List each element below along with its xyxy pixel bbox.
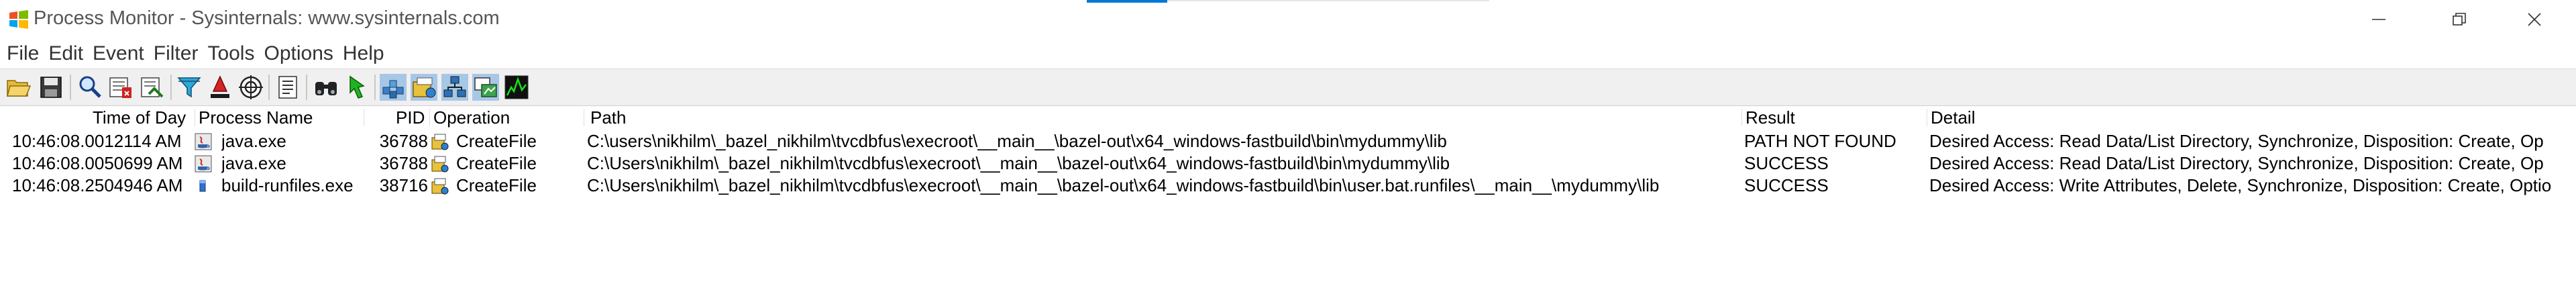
event-process-name: build-runfiles.exe	[221, 175, 354, 195]
java-process-icon	[195, 133, 212, 150]
column-header-row: Time of Day Process Name PID Operation P…	[0, 106, 2576, 129]
target-icon[interactable]	[237, 74, 264, 101]
event-result: SUCCESS	[1744, 175, 1829, 195]
filesystem-op-icon	[431, 178, 449, 195]
event-path: C:\Users\nikhilm\_bazel_nikhilm\tvcdbfus…	[587, 175, 1660, 195]
event-pid: 38716	[379, 175, 428, 195]
event-detail: Desired Access: Read Data/List Directory…	[1929, 153, 2544, 173]
filesystem-op-icon	[431, 134, 449, 150]
event-detail: Desired Access: Read Data/List Directory…	[1929, 131, 2544, 151]
column-header-process[interactable]: Process Name	[199, 107, 313, 128]
toolbar-separator	[268, 75, 270, 100]
event-process-name: java.exe	[221, 153, 286, 173]
event-time: 10:46:08.0012114 AM	[12, 131, 182, 151]
event-time: 10:46:08.0050699 AM	[12, 153, 183, 173]
save-icon[interactable]	[38, 74, 64, 101]
column-divider[interactable]	[1741, 109, 1742, 126]
process-tree-icon[interactable]	[275, 74, 302, 101]
event-operation: CreateFile	[456, 153, 537, 173]
event-pid: 36788	[379, 153, 428, 173]
toolbar	[0, 68, 2576, 106]
show-profiling-icon[interactable]	[503, 74, 530, 101]
toolbar-separator	[306, 75, 307, 100]
clear-display-icon[interactable]	[138, 74, 165, 101]
generic-process-icon	[199, 180, 206, 192]
minimize-icon	[2372, 19, 2385, 20]
event-operation: CreateFile	[456, 175, 537, 195]
show-filesystem-icon[interactable]	[411, 74, 437, 101]
show-network-icon[interactable]	[441, 74, 468, 101]
event-pid: 36788	[379, 131, 428, 151]
jump-to-icon[interactable]	[343, 74, 370, 101]
toolbar-separator	[170, 75, 172, 100]
highlight-icon[interactable]	[207, 74, 233, 101]
column-header-path[interactable]: Path	[590, 107, 627, 128]
open-folder-icon[interactable]	[5, 74, 32, 101]
accent-indicator	[1087, 0, 1167, 3]
menu-bar: File Edit Event Filter Tools Options Hel…	[0, 39, 2576, 68]
menu-tools[interactable]: Tools	[207, 42, 255, 64]
column-header-detail[interactable]: Detail	[1931, 107, 1976, 128]
show-registry-icon[interactable]	[380, 74, 407, 101]
event-path: C:\users\nikhilm\_bazel_nikhilm\tvcdbfus…	[587, 131, 1447, 151]
restore-icon	[2453, 13, 2466, 26]
minimize-button[interactable]	[2332, 0, 2426, 39]
menu-edit[interactable]: Edit	[48, 42, 84, 64]
table-row[interactable]: 10:46:08.0012114 AM java.exe 36788 Creat…	[0, 130, 2576, 152]
show-process-icon[interactable]	[472, 74, 499, 101]
column-header-operation[interactable]: Operation	[433, 107, 511, 128]
menu-file[interactable]: File	[7, 42, 40, 64]
accent-indicator-track	[1167, 0, 1489, 1]
magnifier-capture-icon[interactable]	[76, 74, 103, 101]
table-row[interactable]: 10:46:08.2504946 AM build-runfiles.exe 3…	[0, 175, 2576, 197]
toolbar-separator	[374, 75, 376, 100]
menu-event[interactable]: Event	[93, 42, 144, 64]
autoscroll-icon[interactable]	[107, 74, 134, 101]
java-process-icon	[195, 155, 212, 173]
column-header-time[interactable]: Time of Day	[93, 107, 186, 128]
event-time: 10:46:08.2504946 AM	[12, 175, 183, 195]
event-result: PATH NOT FOUND	[1744, 131, 1896, 151]
column-header-result[interactable]: Result	[1746, 107, 1795, 128]
table-row[interactable]: 10:46:08.0050699 AM java.exe 36788 Creat…	[0, 152, 2576, 175]
close-button[interactable]	[2493, 0, 2576, 39]
windows-logo-icon	[9, 10, 28, 29]
title-bar[interactable]: Process Monitor - Sysinternals: www.sysi…	[0, 0, 2576, 39]
event-process-name: java.exe	[221, 131, 286, 151]
event-path: C:\Users\nikhilm\_bazel_nikhilm\tvcdbfus…	[587, 153, 1450, 173]
toolbar-separator	[70, 75, 71, 100]
filter-icon[interactable]	[176, 74, 203, 101]
column-divider[interactable]	[429, 109, 430, 126]
window-title: Process Monitor - Sysinternals: www.sysi…	[34, 7, 500, 29]
restore-button[interactable]	[2412, 0, 2506, 39]
menu-help[interactable]: Help	[342, 42, 384, 64]
event-list: 10:46:08.0012114 AM java.exe 36788 Creat…	[0, 130, 2576, 197]
event-operation: CreateFile	[456, 131, 537, 151]
find-icon[interactable]	[313, 74, 339, 101]
event-detail: Desired Access: Write Attributes, Delete…	[1929, 175, 2552, 195]
column-header-pid[interactable]: PID	[396, 107, 425, 128]
filesystem-op-icon	[431, 156, 449, 173]
event-result: SUCCESS	[1744, 153, 1829, 173]
close-icon	[2528, 13, 2541, 26]
menu-options[interactable]: Options	[264, 42, 333, 64]
menu-filter[interactable]: Filter	[153, 42, 199, 64]
